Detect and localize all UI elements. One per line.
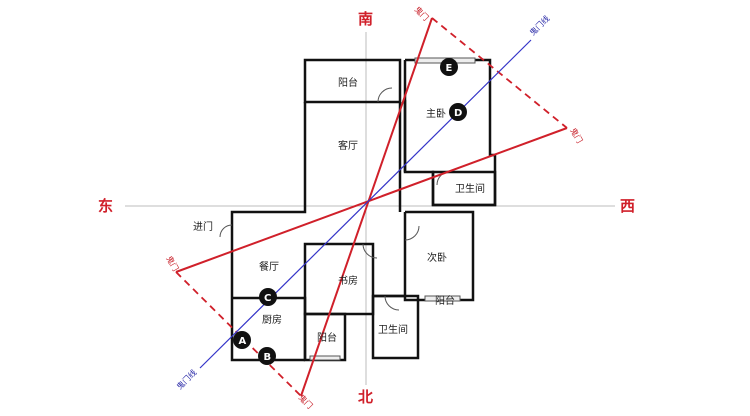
watermark: 搜狐号@微智先锋 bbox=[610, 393, 715, 409]
marker-b: B bbox=[258, 347, 276, 365]
ghost-line-label-top: 鬼门线 bbox=[527, 13, 551, 37]
marker-a-label: A bbox=[239, 336, 247, 347]
wall-bath-top bbox=[431, 170, 497, 207]
gate-label-top: 鬼门 bbox=[413, 4, 431, 22]
room-study: 书房 bbox=[338, 274, 358, 287]
gate-label-left: 鬼门 bbox=[164, 254, 181, 273]
marker-d-label: D bbox=[454, 108, 462, 119]
wall-second-bedroom bbox=[403, 210, 475, 302]
marker-e: E bbox=[440, 58, 458, 76]
door-arc-entrance bbox=[219, 224, 233, 238]
red-line-left-right bbox=[175, 127, 568, 273]
door-arc-study bbox=[362, 243, 378, 259]
room-bathroom-bottom: 卫生间 bbox=[378, 323, 408, 336]
wall-living bbox=[230, 102, 307, 362]
direction-south: 南 bbox=[358, 10, 373, 28]
red-line-top-bottom bbox=[300, 17, 433, 397]
room-balcony-top: 阳台 bbox=[338, 76, 358, 89]
room-second-bedroom: 次卧 bbox=[427, 251, 447, 264]
direction-west: 西 bbox=[620, 197, 635, 215]
room-dining: 餐厅 bbox=[259, 260, 279, 273]
direction-north: 北 bbox=[358, 388, 373, 406]
dashed-top-right bbox=[431, 17, 568, 129]
marker-d: D bbox=[449, 103, 467, 121]
marker-c: C bbox=[259, 288, 277, 306]
door-arc-bath bbox=[404, 225, 420, 241]
room-balcony-bottom: 阳台 bbox=[317, 331, 337, 344]
marker-b-label: B bbox=[264, 352, 272, 363]
door-arc-balcony bbox=[377, 87, 393, 103]
door-arc-bath-bottom bbox=[384, 295, 400, 311]
room-kitchen: 厨房 bbox=[262, 313, 282, 326]
gate-label-right: 鬼门 bbox=[568, 126, 585, 145]
compass-axes bbox=[125, 32, 615, 385]
blue-ghost-line bbox=[199, 39, 532, 369]
room-living: 客厅 bbox=[338, 139, 358, 152]
marker-a: A bbox=[233, 331, 251, 349]
room-master-bedroom: 主卧 bbox=[426, 107, 446, 120]
wall-balcony-top bbox=[303, 58, 402, 104]
direction-east: 东 bbox=[98, 197, 113, 215]
floor-plan-walls bbox=[230, 58, 497, 362]
ghost-line-label-bottom: 鬼门线 bbox=[174, 367, 198, 391]
window-balcony-small bbox=[424, 295, 461, 302]
red-gate-lines bbox=[175, 17, 568, 397]
room-balcony-small: 阳台 bbox=[435, 294, 455, 307]
marker-e-label: E bbox=[446, 63, 453, 74]
marker-c-label: C bbox=[264, 293, 271, 304]
window-balcony-bottom bbox=[309, 355, 341, 361]
room-bathroom-top: 卫生间 bbox=[455, 182, 485, 195]
room-entrance: 进门 bbox=[193, 220, 213, 233]
